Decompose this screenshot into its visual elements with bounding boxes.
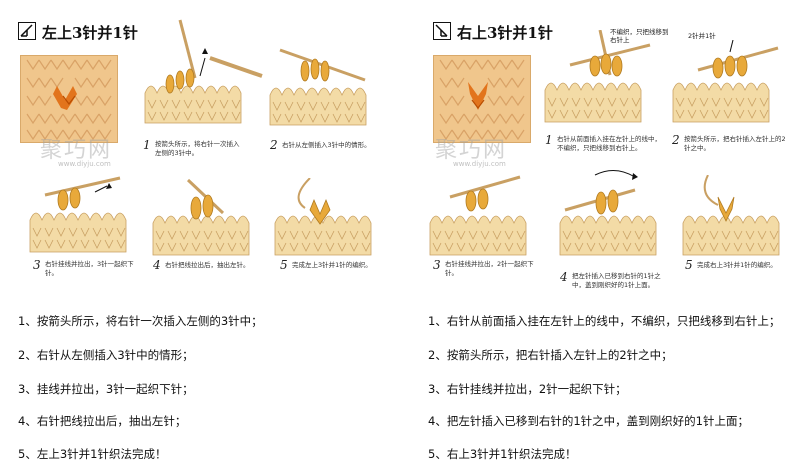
step-1-caption: 按箭头所示，将右针一次插入左侧的3针中。 bbox=[155, 140, 240, 157]
right-step-2-number: 2 bbox=[672, 133, 680, 147]
watermark-left: 聚巧网 bbox=[40, 138, 113, 163]
decrease-symbol-icon bbox=[18, 22, 36, 40]
right-step-2-caption: 按箭头所示，把右针插入左针上的2针之中。 bbox=[684, 135, 786, 152]
watermark-url-left: www.diyju.com bbox=[58, 160, 111, 168]
step-2-number: 2 bbox=[270, 138, 278, 152]
left-instruction-3: 3、挂线并拉出，3针一起织下针； bbox=[18, 382, 194, 396]
decrease-symbol-right-icon bbox=[433, 22, 451, 40]
step-4-illustration bbox=[148, 178, 263, 267]
left-instruction-5: 5、左上3针并1针织法完成！ bbox=[18, 447, 167, 461]
step-3-number: 3 bbox=[33, 258, 41, 272]
swatch-image-right bbox=[433, 55, 531, 143]
step-1-number: 1 bbox=[143, 138, 151, 152]
right-panel: 右上3针并1针 不编织，只把线移到右针上 2针并1针 bbox=[400, 0, 800, 476]
watermark-url-right: www.diyju.com bbox=[453, 160, 506, 168]
step-3-illustration bbox=[25, 170, 150, 269]
step-5-caption: 完成左上3针并1针的编织。 bbox=[292, 261, 372, 269]
watermark-right: 聚巧网 bbox=[435, 138, 508, 163]
step-5-number: 5 bbox=[280, 258, 288, 272]
step-3-caption: 右针挂线并拉出，3针一起织下针。 bbox=[45, 260, 134, 277]
step-4-number: 4 bbox=[153, 258, 161, 272]
right-step-1-illustration bbox=[540, 29, 665, 134]
right-instruction-3: 3、右针挂线并拉出，2针一起织下针； bbox=[428, 382, 627, 396]
right-step-1-caption: 右针从前面插入挂在左针上的线中，不编织，只把线移到右针上。 bbox=[557, 135, 661, 152]
right-instruction-1: 1、右针从前面插入挂在左针上的线中，不编织，只把线移到右针上； bbox=[428, 314, 781, 328]
right-title: 右上3针并1针 bbox=[457, 24, 553, 42]
step-5-illustration bbox=[270, 177, 385, 267]
right-instruction-5: 5、右上3针并1针织法完成！ bbox=[428, 447, 577, 461]
annotation-two-together: 2针并1针 bbox=[688, 32, 716, 40]
step-4-caption: 右针把线拉出后，抽出左针。 bbox=[165, 261, 250, 269]
right-step-5-caption: 完成右上3针并1针的编织。 bbox=[697, 261, 777, 269]
right-step-3-caption: 右针挂线并拉出，2针一起织下针。 bbox=[445, 260, 534, 277]
left-instruction-4: 4、右针把线拉出后，抽出左针； bbox=[18, 414, 187, 428]
annotation-move-stitch: 不编织，只把线移到右针上 bbox=[610, 28, 669, 44]
right-step-4-illustration bbox=[555, 165, 675, 264]
right-step-1-number: 1 bbox=[545, 133, 553, 147]
right-step-3-number: 3 bbox=[433, 258, 441, 272]
step-1-illustration bbox=[140, 18, 265, 132]
left-panel: 左上3针并1针 bbox=[18, 18, 390, 461]
right-step-2-illustration bbox=[668, 39, 788, 134]
right-step-4-number: 4 bbox=[560, 270, 568, 284]
right-instruction-4: 4、把左针插入已移到右针的1针之中，盖到刚织好的1针上面； bbox=[428, 414, 749, 428]
right-step-5-illustration bbox=[678, 174, 793, 269]
step-2-illustration bbox=[265, 45, 390, 139]
step-2-caption: 右针从左侧插入3针中的情形。 bbox=[282, 141, 371, 149]
right-step-4-caption: 把左针插入已移到右针的1针之中，盖到刚织好的1针上面。 bbox=[572, 272, 661, 289]
swatch-image bbox=[20, 55, 118, 143]
right-instruction-2: 2、按箭头所示，把右针插入左针上的2针之中； bbox=[428, 348, 673, 362]
right-step-3-illustration bbox=[425, 175, 550, 269]
left-title: 左上3针并1针 bbox=[42, 24, 138, 42]
left-instruction-2: 2、右针从左侧插入3针中的情形； bbox=[18, 348, 194, 362]
right-step-5-number: 5 bbox=[685, 258, 693, 272]
left-instruction-1: 1、按箭头所示，将右针一次插入左侧的3针中； bbox=[18, 314, 263, 328]
